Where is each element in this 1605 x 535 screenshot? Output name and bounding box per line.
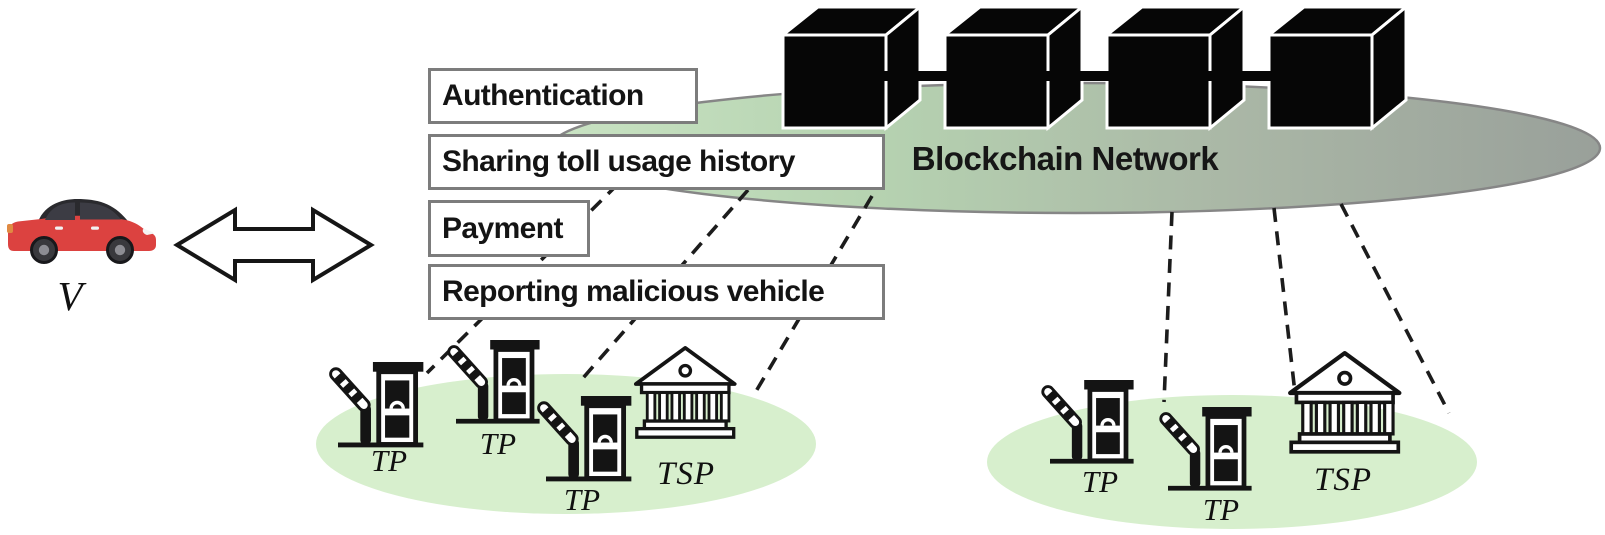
bidirectional-arrow-icon: [173, 206, 375, 284]
service-provider-label: TSP: [1313, 462, 1372, 498]
blockchain-nodes: [781, 5, 1408, 130]
interaction-box-authentication: Authentication: [428, 68, 698, 124]
vehicle-car-icon: [7, 199, 156, 264]
interaction-label: Authentication: [442, 79, 644, 112]
interaction-label: Reporting malicious vehicle: [442, 275, 825, 308]
dashed-link: [750, 195, 874, 399]
dashed-link: [1162, 211, 1174, 403]
interaction-box-reporting-malicious-vehicle: Reporting malicious vehicle: [428, 264, 885, 320]
bank-icon: [633, 345, 737, 440]
interaction-label: Sharing toll usage history: [442, 145, 795, 178]
node-connector: [882, 71, 949, 81]
blockchain-network-label: Blockchain Network: [911, 140, 1219, 177]
service-provider-label: TSP: [656, 456, 715, 492]
toll-plaza-label: TP: [1081, 464, 1119, 499]
dashed-link: [425, 182, 620, 375]
bank-icon: [1290, 353, 1399, 452]
toll-plaza-label: TP: [1202, 492, 1240, 527]
node-connector: [1206, 71, 1273, 81]
blockchain-node-cube: [943, 5, 1084, 130]
dashed-link: [1272, 207, 1297, 394]
blockchain-node-cube: [1267, 5, 1408, 130]
interaction-box-sharing-toll-usage-history: Sharing toll usage history: [428, 134, 885, 190]
toll-plaza-label: TP: [479, 426, 517, 461]
toll-plaza-label: TP: [563, 482, 601, 517]
toll-plaza-label: TP: [370, 443, 408, 478]
vehicle-label: V: [57, 273, 83, 319]
node-connector: [1044, 71, 1111, 81]
blockchain-node-cube: [781, 5, 922, 130]
interaction-label: Payment: [442, 211, 563, 245]
interaction-box-payment: Payment: [428, 200, 590, 257]
dashed-link: [1339, 203, 1451, 414]
blockchain-node-cube: [1105, 5, 1246, 130]
